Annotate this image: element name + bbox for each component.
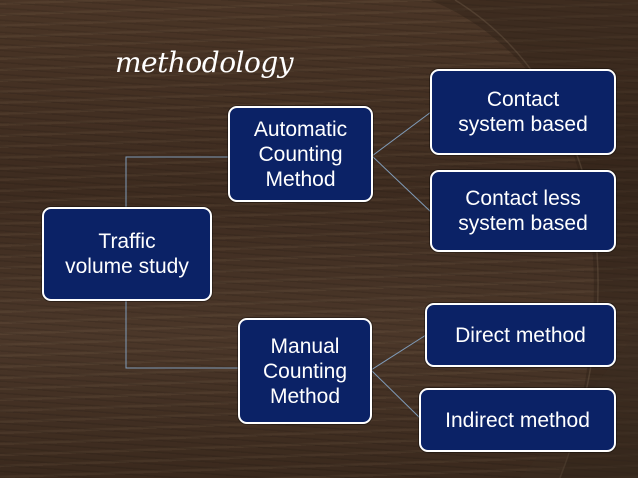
node-contact-less-system-based: Contact less system based (430, 170, 616, 252)
node-label: Manual Counting Method (262, 334, 348, 408)
connector-automatic-contact (371, 111, 432, 157)
node-label: Direct method (455, 323, 586, 347)
connector-manual-direct (370, 334, 427, 371)
connector-manual-indirect (370, 369, 421, 419)
connector-automatic-contactless (371, 155, 432, 213)
node-label: Contact system based (458, 88, 588, 136)
node-manual-counting-method: Manual Counting Method (238, 318, 372, 424)
node-direct-method: Direct method (425, 303, 616, 367)
node-indirect-method: Indirect method (419, 388, 616, 452)
node-traffic-volume-study: Traffic volume study (42, 207, 212, 301)
node-label: Automatic Counting Method (253, 117, 348, 191)
node-label: Contact less system based (458, 187, 588, 235)
slide-title: methodology (115, 46, 294, 79)
connector-root-automatic (125, 156, 229, 210)
connector-root-manual (125, 300, 239, 369)
node-automatic-counting-method: Automatic Counting Method (228, 106, 373, 202)
node-contact-system-based: Contact system based (430, 69, 616, 155)
node-label: Indirect method (445, 408, 590, 432)
node-label: Traffic volume study (65, 230, 189, 278)
